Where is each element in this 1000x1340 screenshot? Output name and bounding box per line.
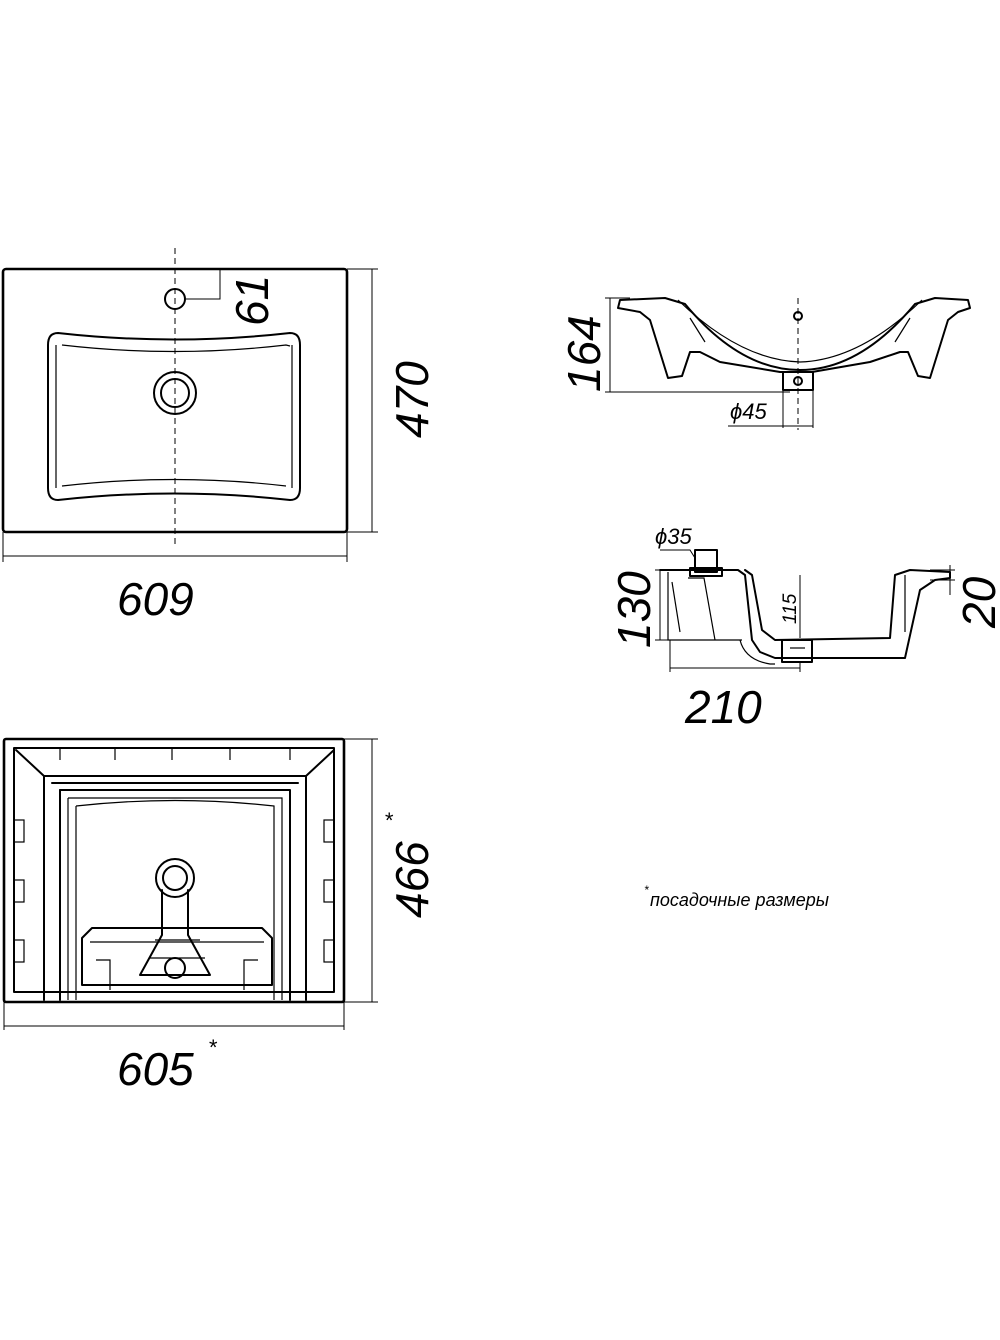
side-section-profile xyxy=(659,569,951,659)
rim-label: 20 xyxy=(953,576,1000,629)
bottom-width-label: 605 xyxy=(117,1043,194,1095)
tap-offset-label: 61 xyxy=(226,275,278,326)
bowl-depth-label: 115 xyxy=(780,593,801,624)
bowl-outline xyxy=(47,332,301,501)
footnote-mark: * xyxy=(644,883,649,897)
bottom-depth-mark: * xyxy=(384,808,394,833)
drain-diameter-label: ϕ45 xyxy=(730,399,767,424)
tap-fitting xyxy=(139,889,211,976)
drain-well xyxy=(81,927,273,986)
front-section: 164 ϕ45 xyxy=(558,297,971,430)
footnote: * посадочные размеры xyxy=(644,883,829,910)
bottom-outline xyxy=(2,737,346,1004)
side-drain-outlet xyxy=(781,639,813,663)
side-section: ϕ35 130 115 20 210 xyxy=(608,524,1000,733)
front-section-profile xyxy=(617,297,971,379)
footnote-text: посадочные размеры xyxy=(650,890,829,910)
width-label: 609 xyxy=(117,573,194,625)
drain-offset-label: 210 xyxy=(684,681,762,733)
overflow-pipe xyxy=(694,549,718,573)
front-height-label: 164 xyxy=(558,315,610,392)
tap-pipe-outer xyxy=(155,858,195,898)
bottom-view: 605 * 466 * xyxy=(2,737,438,1095)
top-view: 609 470 61 xyxy=(1,248,438,625)
depth-label: 470 xyxy=(386,361,438,438)
bottom-depth-label: 466 xyxy=(386,841,438,918)
side-height-label: 130 xyxy=(608,571,660,648)
overflow-diameter-label: ϕ35 xyxy=(655,524,692,549)
bottom-width-mark: * xyxy=(208,1035,218,1060)
